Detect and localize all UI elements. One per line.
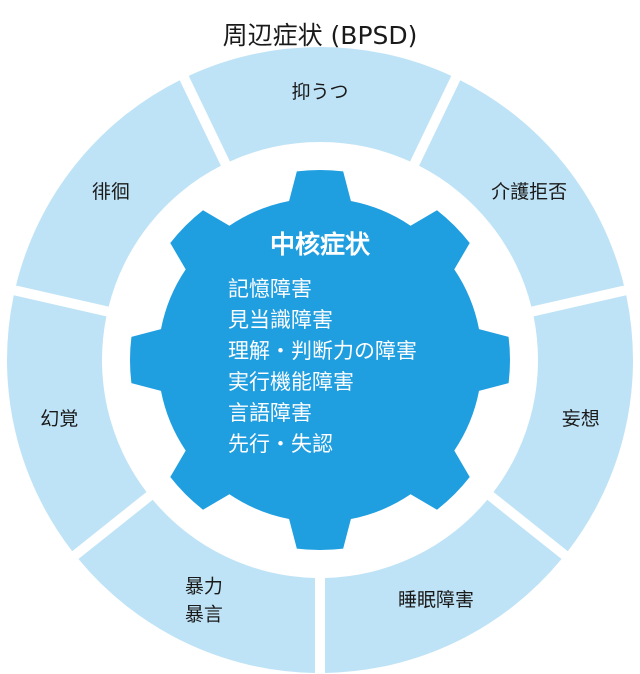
core-symptom-item: 先行・失認	[228, 432, 333, 456]
diagram-title: 周辺症状 (BPSD)	[222, 21, 418, 50]
segment-sleep-disorder	[324, 499, 562, 673]
segment-wandering-label-line: 徘徊	[91, 181, 130, 204]
segment-sleep-disorder-label: 睡眠障害	[398, 587, 474, 615]
segment-violence	[78, 499, 316, 673]
core-symptom-item: 見当識障害	[228, 308, 333, 332]
segment-wandering-label: 徘徊	[92, 179, 130, 207]
core-title: 中核症状	[269, 230, 371, 259]
core-symptom-list: 記憶障害見当識障害理解・判断力の障害実行機能障害言語障害先行・失認	[228, 274, 417, 460]
core-symptom-item: 記憶障害	[228, 277, 312, 301]
segment-depression-label: 抑うつ	[291, 79, 348, 107]
segment-hallucination	[6, 295, 147, 552]
bpsd-ring	[6, 47, 633, 673]
segment-hallucination-label-line: 幻覚	[40, 407, 79, 430]
segment-delusion-label-line: 妄想	[561, 407, 600, 430]
segment-hallucination-label: 幻覚	[40, 406, 78, 434]
segment-care-refusal	[419, 80, 625, 307]
segment-violence-label: 暴力暴言	[185, 573, 223, 628]
core-symptom-item: 実行機能障害	[228, 370, 354, 394]
core-symptoms-gear	[130, 170, 511, 550]
core-symptom-item: 理解・判断力の障害	[228, 339, 417, 363]
segment-depression-label-line: 抑うつ	[291, 80, 349, 103]
core-symptom-item: 言語障害	[228, 401, 312, 425]
segment-care-refusal-label-line: 介護拒否	[491, 181, 568, 204]
segment-wandering	[15, 80, 221, 307]
segment-violence-label-line: 暴言	[184, 603, 223, 625]
segment-depression	[188, 47, 452, 162]
segment-delusion	[493, 295, 633, 552]
segment-care-refusal-label: 介護拒否	[491, 179, 567, 207]
segment-delusion-label: 妄想	[562, 406, 600, 434]
segment-violence-label-line: 暴力	[184, 575, 223, 598]
segment-sleep-disorder-label-line: 睡眠障害	[398, 589, 475, 612]
